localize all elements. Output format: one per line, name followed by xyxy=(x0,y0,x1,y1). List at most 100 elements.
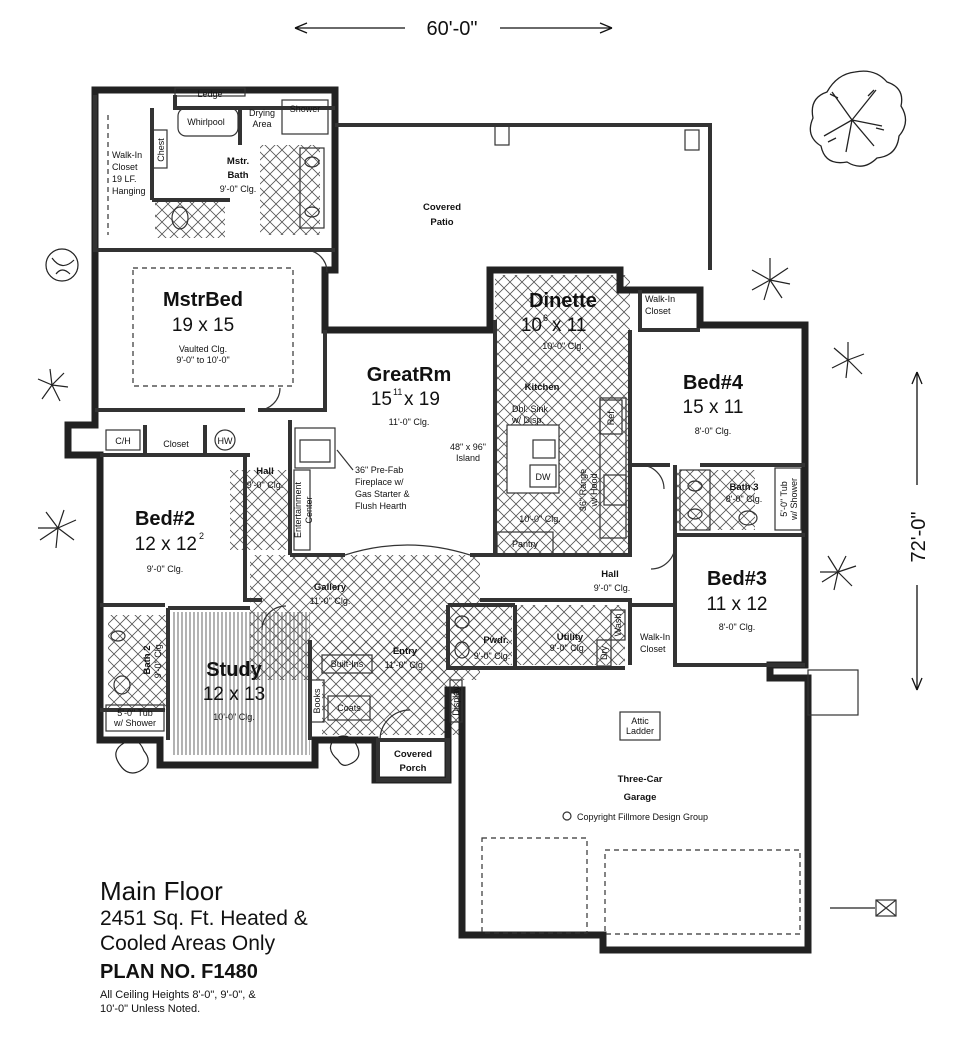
mstr-bath-name-1: Mstr. xyxy=(227,156,249,167)
study-size: 12 x 13 xyxy=(203,684,265,705)
dishwasher xyxy=(529,464,557,488)
dinette-floor xyxy=(495,275,630,555)
bed2-name: Bed#2 xyxy=(135,508,195,530)
mstr-bed-name: MstrBed xyxy=(163,289,243,311)
fireplace-label-3: Gas Starter & xyxy=(355,489,410,499)
bath3-name: Bath 3 xyxy=(729,482,758,493)
tree-icon xyxy=(809,70,907,167)
books-label: Books xyxy=(312,688,322,714)
depth-dimension-label: 72'-0" xyxy=(908,512,930,563)
sink-icon xyxy=(687,480,703,492)
sink-icon xyxy=(304,206,320,218)
front-door-swing xyxy=(379,709,411,741)
entry-name: Entry xyxy=(393,646,418,657)
entertainment-label-1: Entertainment xyxy=(293,481,303,538)
garage-bump xyxy=(807,669,859,716)
chest xyxy=(152,129,168,169)
bed3-name: Bed#3 xyxy=(707,568,767,590)
vanity xyxy=(299,147,325,229)
fireplace-label-4: Flush Hearth xyxy=(355,501,407,511)
attic-label-2: Ladder xyxy=(626,726,654,736)
pwdr-wall xyxy=(446,603,625,670)
entry-floor xyxy=(322,640,460,735)
hall-right-clg: 9'-0" Clg. xyxy=(594,583,630,593)
tub2 xyxy=(105,704,165,732)
utility-floor xyxy=(515,605,625,665)
depth-dimension: 72'-0" xyxy=(908,371,930,691)
bed2-size-sup: 2 xyxy=(199,531,204,541)
sink-basin xyxy=(532,439,556,459)
tub2-label-2: w/ Shower xyxy=(113,718,156,728)
ledge xyxy=(174,87,246,97)
bath3-vanity xyxy=(679,469,711,531)
bed3-size: 11 x 12 xyxy=(707,594,768,615)
shrub-icon xyxy=(37,248,865,774)
mstr-bed-clg-2: 9'-0" to 10'-0" xyxy=(176,355,229,365)
walkin-master-label-2: Closet xyxy=(112,162,138,172)
walkin-dinette-label-1: Walk-In xyxy=(645,294,675,304)
pwdr-name: Pwdr. xyxy=(483,635,508,646)
shower xyxy=(281,99,329,135)
toilet-icon xyxy=(454,641,470,659)
pwdr-clg: 9'-0" Clg. xyxy=(474,651,510,661)
sink-icon xyxy=(687,508,703,520)
utility-clg: 9'-0" Clg. xyxy=(550,643,586,653)
door-swing xyxy=(261,605,287,631)
meter-box-mark xyxy=(875,899,897,917)
door-swing xyxy=(639,464,665,490)
entertainment-label-2: Center xyxy=(304,496,314,523)
whirlpool xyxy=(177,107,239,137)
fireplace-label-2: Fireplace w/ xyxy=(355,477,404,487)
bath3-floor xyxy=(675,470,755,530)
fireplace-label-1: 36" Pre-Fab xyxy=(355,465,403,475)
sink-icon xyxy=(110,630,126,642)
patio-post-line xyxy=(335,123,712,270)
hall-left-clg: 9'-0" Clg. xyxy=(247,480,283,490)
fireplace xyxy=(294,427,336,469)
range xyxy=(603,474,627,506)
mstr-bed-clg-1: Vaulted Clg. xyxy=(179,344,227,354)
walkin-dinette-label-2: Closet xyxy=(645,306,671,316)
tub3 xyxy=(774,467,802,531)
built-ins xyxy=(321,654,373,674)
coats-closet xyxy=(327,695,371,721)
drying-area-label-2: Area xyxy=(252,119,271,129)
bed4-size: 15 x 11 xyxy=(683,397,744,418)
ch-label: C/H xyxy=(115,436,131,446)
great-rm-name: GreatRm xyxy=(367,364,451,386)
closet-label: Closet xyxy=(163,439,189,449)
dinette-size-rest: x 11 xyxy=(552,315,587,336)
title-main-floor: Main Floor xyxy=(100,876,223,906)
mstr-bed-size: 19 x 15 xyxy=(172,315,234,336)
width-dimension: 60'-0" xyxy=(294,18,613,40)
display-label: Display xyxy=(451,686,461,716)
hall-right-wall xyxy=(480,535,805,667)
bed4-clg: 8'-0" Clg. xyxy=(695,426,731,436)
covered-patio-label-2: Patio xyxy=(430,217,453,228)
dw-label: DW xyxy=(536,472,551,482)
covered-porch xyxy=(376,738,450,782)
great-rm-size: 15 xyxy=(371,389,392,410)
counter xyxy=(599,397,627,539)
great-rm-size-rest: x 19 xyxy=(404,389,440,410)
toilet-icon xyxy=(171,206,189,230)
kitchen-name: Kitchen xyxy=(525,382,560,393)
study-floor xyxy=(172,612,310,755)
copyright-label: Copyright Fillmore Design Group xyxy=(577,812,708,822)
island-label-2: Island xyxy=(456,453,480,463)
garage-label-1: Three-Car xyxy=(618,774,663,785)
dryer xyxy=(596,639,612,667)
hw-label: HW xyxy=(218,436,233,446)
garage-door-outline xyxy=(481,837,588,934)
study-name: Study xyxy=(206,659,262,681)
built-ins-label: Built-Ins xyxy=(331,659,364,669)
bed2-clg: 9'-0" Clg. xyxy=(147,564,183,574)
whirlpool-label: Whirlpool xyxy=(187,117,225,127)
master-bed-wall xyxy=(95,330,327,412)
kitchen-island xyxy=(506,424,560,494)
pwdr-floor xyxy=(450,605,512,665)
great-rm-clg: 11'-0" Clg. xyxy=(389,417,430,427)
washer xyxy=(610,609,626,641)
ref-label: Ref. xyxy=(606,409,616,426)
drying-area-label-1: Drying xyxy=(249,108,275,118)
